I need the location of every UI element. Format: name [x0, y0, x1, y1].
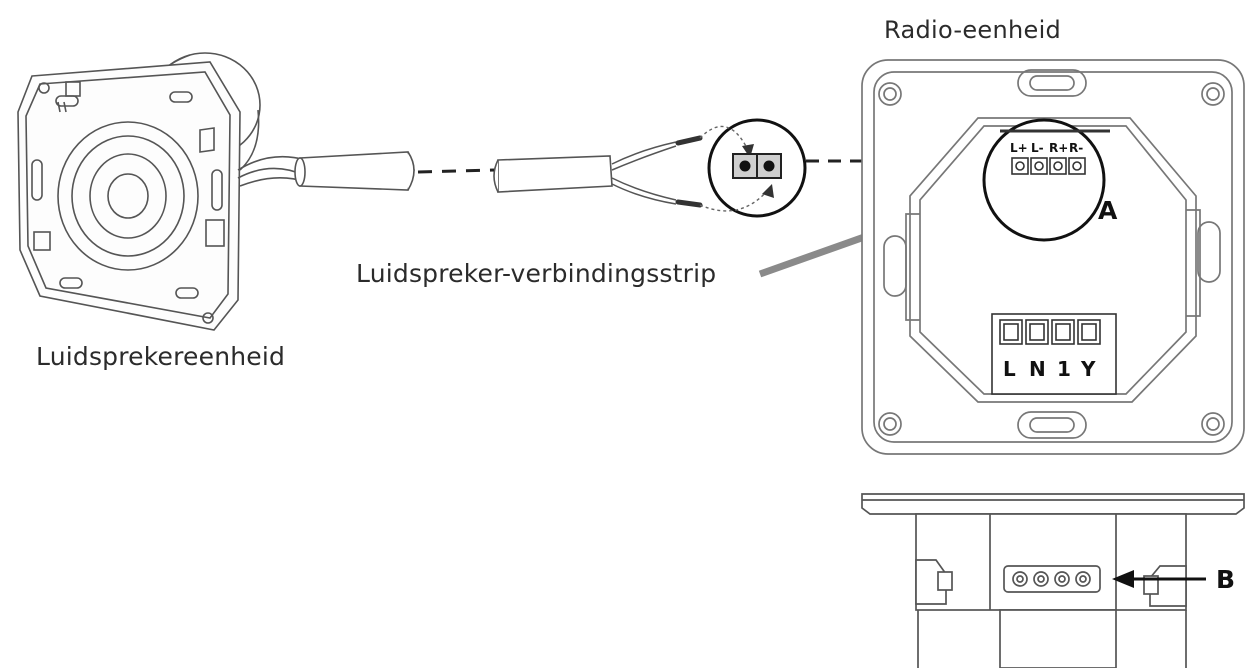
- radio-unit-front: [861, 59, 1245, 455]
- speaker-strip-label: Luidspreker-verbindingsstrip: [356, 259, 717, 288]
- terminal-label-l-plus: L+: [1010, 141, 1028, 155]
- terminal-circle-a: [982, 118, 1106, 242]
- cable-wire-ends: [611, 141, 677, 205]
- terminal-label-r-minus: R-: [1069, 141, 1083, 155]
- arrow-to-b: [1112, 570, 1206, 588]
- power-label-n: N: [1029, 357, 1046, 381]
- speaker-terminal-labels: L+ L- R+ R-: [1010, 141, 1083, 155]
- wire-tips: [675, 135, 703, 208]
- connection-strip-detail: [699, 118, 807, 218]
- terminal-label-r-plus: R+: [1049, 141, 1068, 155]
- radio-unit-label: Radio-eenheid: [884, 16, 1062, 44]
- power-label-l: L: [1003, 357, 1016, 381]
- cable-dashed-line: [417, 168, 495, 174]
- cable: [294, 151, 613, 193]
- speaker-terminal-block: [1011, 157, 1086, 175]
- power-label-1: 1: [1057, 357, 1071, 381]
- speaker-unit-label: Luidsprekereenheid: [36, 342, 286, 371]
- terminal-label-l-minus: L-: [1031, 141, 1044, 155]
- marker-b-label: B: [1216, 565, 1236, 594]
- marker-a-label: A: [1098, 196, 1118, 225]
- speaker-unit-illustration: [17, 52, 261, 331]
- radio-unit-side-view: [861, 493, 1245, 669]
- power-label-antenna: Y: [1080, 357, 1096, 381]
- power-terminal-block: [991, 313, 1117, 395]
- power-terminal-labels: L N 1 Y: [1003, 357, 1096, 381]
